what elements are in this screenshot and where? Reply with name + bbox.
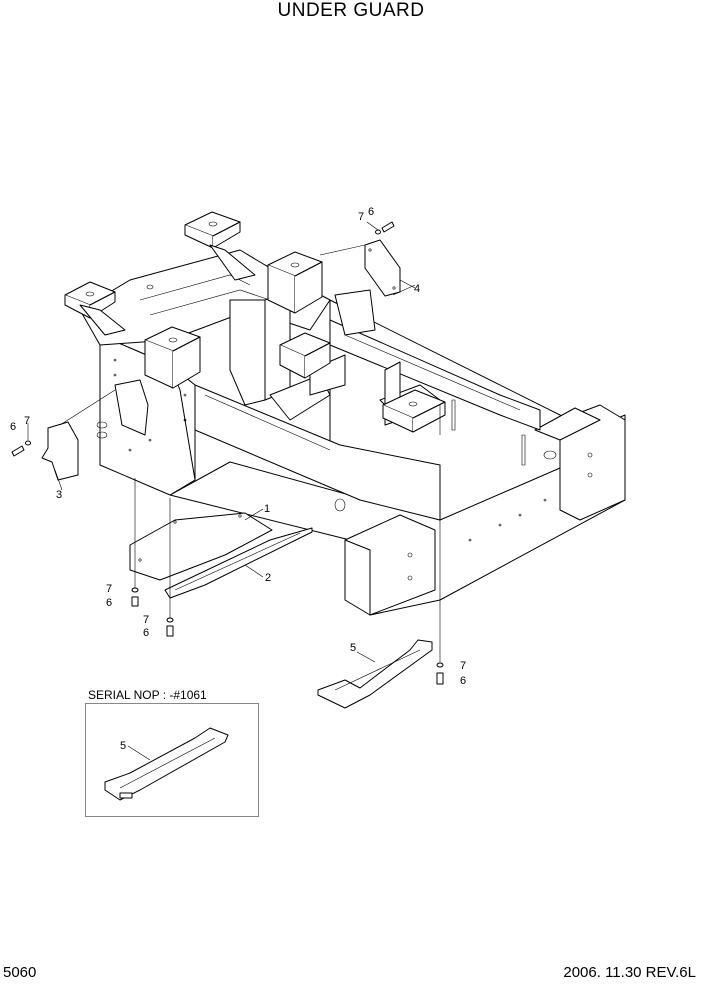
callout-6-mid1: 6 bbox=[106, 597, 112, 609]
mount-pad-5 bbox=[279, 332, 331, 379]
cover-plate-4 bbox=[364, 239, 401, 297]
callout-2: 2 bbox=[265, 572, 271, 584]
mount-pad-4 bbox=[267, 251, 323, 314]
bolt-washer-sets bbox=[11, 221, 444, 685]
page-title: UNDER GUARD bbox=[277, 0, 425, 21]
inset-plate-5 bbox=[104, 727, 229, 801]
main-frame bbox=[64, 211, 626, 616]
callout-4: 4 bbox=[414, 283, 420, 295]
callout-numbers: 1 2 3 4 5 5 6 7 6 7 7 6 7 6 7 6 bbox=[10, 206, 466, 752]
callout-7-left: 7 bbox=[24, 415, 30, 427]
callout-7-right: 7 bbox=[460, 660, 466, 672]
cover-plate-3 bbox=[41, 421, 79, 481]
date-revision: 2006. 11.30 REV.6L bbox=[563, 964, 696, 981]
inset-serial-label: SERIAL NOP : -#1061 bbox=[88, 688, 207, 702]
under-plate-5 bbox=[317, 639, 433, 709]
callout-6-right: 6 bbox=[460, 675, 466, 687]
callout-leaders bbox=[27, 221, 416, 761]
callout-6-left: 6 bbox=[10, 421, 16, 433]
callout-7-top: 7 bbox=[358, 211, 364, 223]
mount-pad-3 bbox=[144, 326, 201, 389]
inset-box bbox=[85, 703, 259, 817]
mount-pad-1 bbox=[64, 281, 126, 336]
assembly-lines bbox=[59, 244, 441, 662]
mount-pad-2 bbox=[184, 211, 256, 281]
callout-6-mid2: 6 bbox=[143, 627, 149, 639]
callout-6-top: 6 bbox=[368, 206, 374, 218]
under-plate-1 bbox=[129, 512, 273, 581]
callout-5-main: 5 bbox=[350, 642, 356, 654]
callout-1: 1 bbox=[264, 503, 270, 515]
page-number: 5060 bbox=[3, 964, 37, 981]
callout-5-inset: 5 bbox=[120, 740, 126, 752]
callout-3: 3 bbox=[56, 489, 62, 501]
callout-7-mid2: 7 bbox=[143, 614, 149, 626]
callout-7-mid1: 7 bbox=[106, 583, 112, 595]
mount-pad-6 bbox=[382, 389, 446, 433]
